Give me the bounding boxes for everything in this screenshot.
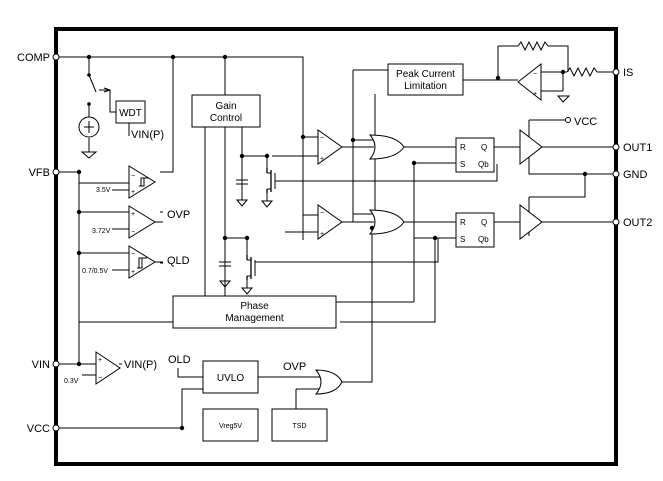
comparator-vfb-35-minus: − xyxy=(131,173,135,180)
current-source-icon xyxy=(78,116,100,138)
cs-amp-minus: − xyxy=(533,71,537,78)
tsd-block xyxy=(271,408,328,442)
pwm-comparator-1-minus: − xyxy=(320,135,324,142)
comparator-vin-minus: − xyxy=(98,375,102,382)
pin-is-terminal xyxy=(612,68,620,76)
peak-current-line2: Limitation xyxy=(404,81,447,92)
wdt-vinp-label: VIN(P) xyxy=(131,129,164,141)
comparator-ovp-plus: + xyxy=(131,211,135,218)
pin-comp-terminal xyxy=(52,53,60,61)
comparator-qld-plus: + xyxy=(131,269,135,276)
pin-out1-label: OUT1 xyxy=(623,142,652,154)
or-gate-2-icon xyxy=(368,209,405,235)
ovp-output-label: OVP xyxy=(167,209,190,221)
pin-gnd-terminal xyxy=(612,170,620,178)
phase-management-block xyxy=(172,295,337,329)
ref-0705-label: 0.7/0.5V xyxy=(82,268,108,275)
old-input-label: OLD xyxy=(168,354,191,366)
ref-03-label: 0.3V xyxy=(64,378,79,385)
gain-control-line2: Control xyxy=(210,113,242,124)
pin-vcc-terminal xyxy=(52,424,60,432)
tsd-label: TSD xyxy=(293,423,307,430)
hysteresis-35-icon xyxy=(139,177,149,187)
ff2-qb-label: Qb xyxy=(478,235,489,244)
pin-is-label: IS xyxy=(623,67,633,79)
ref-372-label: 3.72V xyxy=(92,228,111,235)
output-driver-1-icon xyxy=(519,128,543,166)
ff1-s-label: S xyxy=(460,160,465,169)
uvlo-block xyxy=(202,360,259,394)
sense-resistor-icon xyxy=(566,66,598,78)
mosfet-1-icon xyxy=(266,168,272,193)
pin-out2-terminal xyxy=(612,218,620,226)
comparator-vin-plus: + xyxy=(98,357,102,364)
pwm-comparator-1-icon xyxy=(317,129,343,165)
ff1-q-label: Q xyxy=(481,143,487,152)
pwm-comparator-1-plus: + xyxy=(320,156,324,163)
comparator-ovp-minus: − xyxy=(131,229,135,236)
gain-control-line1: Gain xyxy=(215,101,236,112)
ref-35-label: 3.5V xyxy=(96,187,111,194)
pin-vin-label: VIN xyxy=(32,359,50,371)
or-gate-1-icon xyxy=(368,134,405,160)
flipflop-1-block xyxy=(455,137,495,173)
pin-out2-label: OUT2 xyxy=(623,217,652,229)
ff2-r-label: R xyxy=(460,218,466,227)
ff2-q-label: Q xyxy=(481,218,487,227)
pin-terminals xyxy=(52,53,620,432)
pin-out1-terminal xyxy=(612,143,620,151)
vcc-driver-label: VCC xyxy=(574,116,597,128)
pin-vfb-terminal xyxy=(52,168,60,176)
vreg-label: Vreg5V xyxy=(219,423,242,430)
pwm-comparator-2-minus: − xyxy=(320,210,324,217)
pwm-comparator-2-icon xyxy=(317,204,343,240)
pin-vfb-label: VFB xyxy=(29,167,50,179)
comparator-qld-minus: − xyxy=(131,251,135,258)
ff1-r-label: R xyxy=(460,143,466,152)
comparator-vfb-35-plus: + xyxy=(131,189,135,196)
wdt-label: WDT xyxy=(119,108,142,119)
gain-control-block xyxy=(191,94,261,128)
wdt-block xyxy=(115,100,146,124)
feedback-resistor-icon xyxy=(517,40,549,52)
peak-current-line1: Peak Current xyxy=(396,69,455,80)
flipflop-2-block xyxy=(455,212,495,248)
uvlo-label: UVLO xyxy=(217,373,244,384)
pwm-comparator-2-plus: + xyxy=(320,231,324,238)
phase-management-line2: Management xyxy=(225,313,284,324)
ff2-s-label: S xyxy=(460,235,465,244)
comparator-ovp-icon xyxy=(128,205,156,239)
output-driver-2-icon xyxy=(519,203,543,241)
qld-output-label: QLD xyxy=(167,255,190,267)
or-gate-fault-icon xyxy=(314,369,343,395)
ovp-input-label: OVP xyxy=(283,361,306,373)
comparator-vin-icon xyxy=(95,351,121,385)
vinp-output-label: VIN(P) xyxy=(124,359,157,371)
cs-amp-plus: + xyxy=(533,91,537,98)
mosfet-2-icon xyxy=(246,255,252,280)
peak-current-block xyxy=(387,63,464,96)
current-source-icon-glyph xyxy=(84,121,94,133)
phase-management-line1: Phase xyxy=(240,301,269,312)
current-sense-amp-icon xyxy=(517,62,542,102)
chip-outline xyxy=(54,27,618,466)
ff1-qb-label: Qb xyxy=(478,160,489,169)
pin-comp-label: COMP xyxy=(17,52,50,64)
pin-gnd-label: GND xyxy=(623,169,648,181)
pin-vcc-label: VCC xyxy=(27,423,50,435)
hysteresis-qld-icon xyxy=(137,257,147,269)
pin-vin-terminal xyxy=(52,360,60,368)
comparator-vfb-35-icon xyxy=(128,165,156,199)
vreg-block xyxy=(202,408,259,442)
junction-dots xyxy=(76,54,588,431)
